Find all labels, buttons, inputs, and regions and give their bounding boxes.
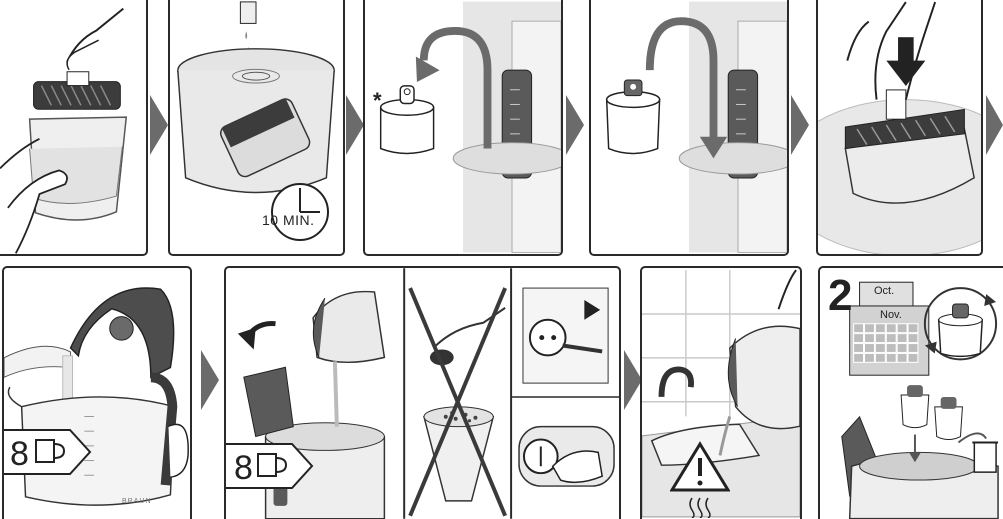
next-step-arrow [791,95,809,155]
carafe-brand-mark: BRAUN [122,498,152,505]
panel-insert-cartridge [589,0,789,256]
panel-fill-carafe: 8 BRAUN [2,266,192,519]
steam-icon [690,498,710,518]
calendar-month-2: Nov. [880,309,902,321]
next-step-arrow [201,350,219,410]
warning-icon [670,440,730,518]
calendar-month-1: Oct. [874,285,894,297]
press-cartridge-illustration [818,0,981,254]
footnote-marker: * [373,88,382,114]
next-step-arrow [566,95,584,155]
panel-pour-and-start: 8 [224,266,621,519]
unpack-cartridge-illustration [0,0,146,254]
panel-remove-old-cartridge: * [363,0,563,256]
fill-carafe-illustration [4,268,190,519]
panel-press-cartridge [816,0,983,256]
remove-old-illustration [365,0,561,254]
panel-replace-reminder: 2 Oct. Nov. [818,266,1003,519]
panel-unpack-cartridge [0,0,148,256]
panel-soak-cartridge: 10 MIN. [168,0,345,256]
panel-discard-water [640,266,802,519]
next-step-arrow [346,95,364,155]
cup-count-label: 8 [234,451,253,485]
cup-count-label: 8 [10,437,29,471]
next-step-arrow [986,95,1003,155]
months-count: 2 [828,274,852,318]
soak-duration-label: 10 MIN. [262,212,315,228]
next-step-arrow [150,95,168,155]
insert-cartridge-illustration [591,0,787,254]
